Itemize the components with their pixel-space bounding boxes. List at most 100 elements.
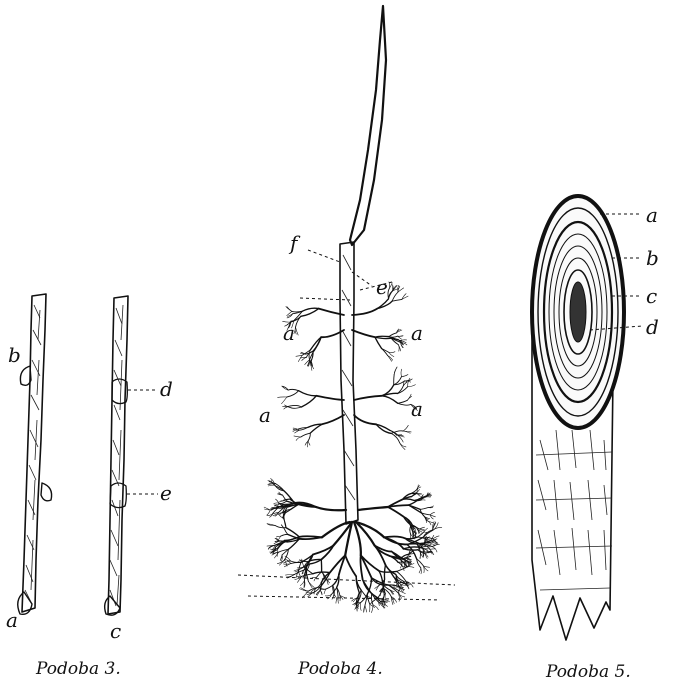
- figure-3: b a d e c Podoba 3.: [6, 294, 173, 679]
- root-branch: [287, 307, 292, 312]
- root-branch: [316, 396, 344, 400]
- root-branch: [326, 585, 333, 589]
- root-branch: [388, 507, 404, 517]
- label-a-fig4-lower-left: a: [259, 403, 271, 427]
- root-branch: [354, 396, 382, 400]
- root-branch: [354, 415, 376, 424]
- root-branch: [404, 549, 418, 550]
- root-branch: [425, 552, 431, 553]
- label-a-fig4-upper-left: a: [283, 321, 295, 345]
- root-branch: [352, 309, 377, 315]
- root-branch: [373, 605, 378, 610]
- figure-4: f e a a a a Podoba 4.: [238, 6, 455, 679]
- root-branch: [358, 507, 388, 510]
- root-branch: [375, 336, 389, 337]
- root-branch: [385, 594, 386, 600]
- cut-face: [532, 196, 624, 428]
- label-d-fig5: d: [646, 315, 659, 339]
- main-stem: [340, 242, 358, 524]
- root-branch: [392, 299, 402, 301]
- root-branch: [296, 437, 301, 440]
- root-branch: [389, 353, 394, 357]
- root-branch: [361, 555, 379, 571]
- root-branch: [403, 425, 408, 431]
- figure-5: a b c d Podoba 5.: [532, 196, 659, 682]
- root-branch: [410, 526, 411, 534]
- root-branch: [428, 506, 433, 508]
- root-branch: [392, 292, 398, 301]
- root-branch: [288, 389, 298, 390]
- label-a-fig4-upper-right: a: [411, 321, 423, 345]
- label-b-fig3: b: [8, 343, 21, 367]
- root-branch: [400, 340, 406, 341]
- root-branch: [401, 369, 402, 377]
- root-branch: [365, 606, 367, 613]
- root-branch: [361, 590, 366, 596]
- root-branch: [389, 333, 397, 337]
- root-branch: [308, 441, 310, 445]
- caption-fig5: Podoba 5.: [545, 662, 631, 682]
- root-branch: [407, 544, 422, 545]
- shoot: [350, 6, 386, 245]
- root-branch: [360, 603, 361, 611]
- caption-fig4: Podoba 4.: [297, 659, 383, 679]
- root-branch: [420, 508, 428, 510]
- root-branch: [408, 385, 416, 387]
- root-branch: [301, 396, 316, 407]
- cutting-right: [105, 296, 128, 615]
- root-branch: [267, 510, 271, 515]
- root-branch: [382, 396, 398, 404]
- root-branch: [352, 330, 375, 337]
- root-branch: [308, 433, 310, 441]
- root-branch: [291, 407, 301, 408]
- label-a-fig5: a: [646, 203, 658, 227]
- root-branch: [356, 522, 384, 537]
- root-branch: [316, 507, 346, 510]
- root-branch: [430, 512, 434, 514]
- root-branch: [367, 594, 369, 604]
- label-a-fig4-lower-right: a: [411, 397, 423, 421]
- root-branch: [301, 309, 319, 317]
- label-b-fig5: b: [646, 246, 659, 270]
- root-branch: [370, 604, 375, 607]
- root-branch: [274, 503, 279, 504]
- root-branch: [324, 589, 326, 594]
- root-branch: [433, 536, 439, 539]
- root-branch: [298, 563, 301, 572]
- root-branch: [389, 352, 395, 353]
- root-branch: [379, 571, 383, 588]
- root-branch: [294, 436, 301, 437]
- label-a-fig3: a: [6, 608, 18, 632]
- root-branch: [277, 560, 284, 564]
- root-branch: [375, 337, 391, 338]
- root-branch: [398, 336, 403, 337]
- root-branch: [299, 537, 322, 539]
- root-branch: [419, 568, 421, 573]
- root-branch: [398, 345, 399, 352]
- root-branch: [315, 583, 321, 589]
- root-branch: [397, 567, 408, 572]
- root-branch: [398, 336, 402, 339]
- root-branch: [299, 391, 317, 396]
- root-branch: [376, 424, 391, 433]
- root-branch: [408, 378, 410, 387]
- root-branch: [430, 549, 436, 550]
- label-f: f: [288, 231, 301, 255]
- label-e-fig4: e: [376, 275, 388, 299]
- root-branch: [275, 525, 286, 527]
- root-branch: [398, 403, 411, 405]
- root-branch: [290, 405, 301, 407]
- label-c-fig5: c: [646, 284, 657, 308]
- root-branch: [421, 568, 422, 574]
- root-branch: [276, 499, 279, 503]
- root-branch: [407, 567, 414, 568]
- root-branch: [297, 576, 301, 582]
- label-d-fig3: d: [160, 377, 173, 401]
- root-branch: [345, 555, 356, 576]
- cutting-left: [18, 294, 52, 614]
- root-branch: [322, 415, 344, 424]
- root-branch: [321, 546, 333, 560]
- root-branch: [296, 355, 302, 356]
- root-branch: [286, 528, 299, 537]
